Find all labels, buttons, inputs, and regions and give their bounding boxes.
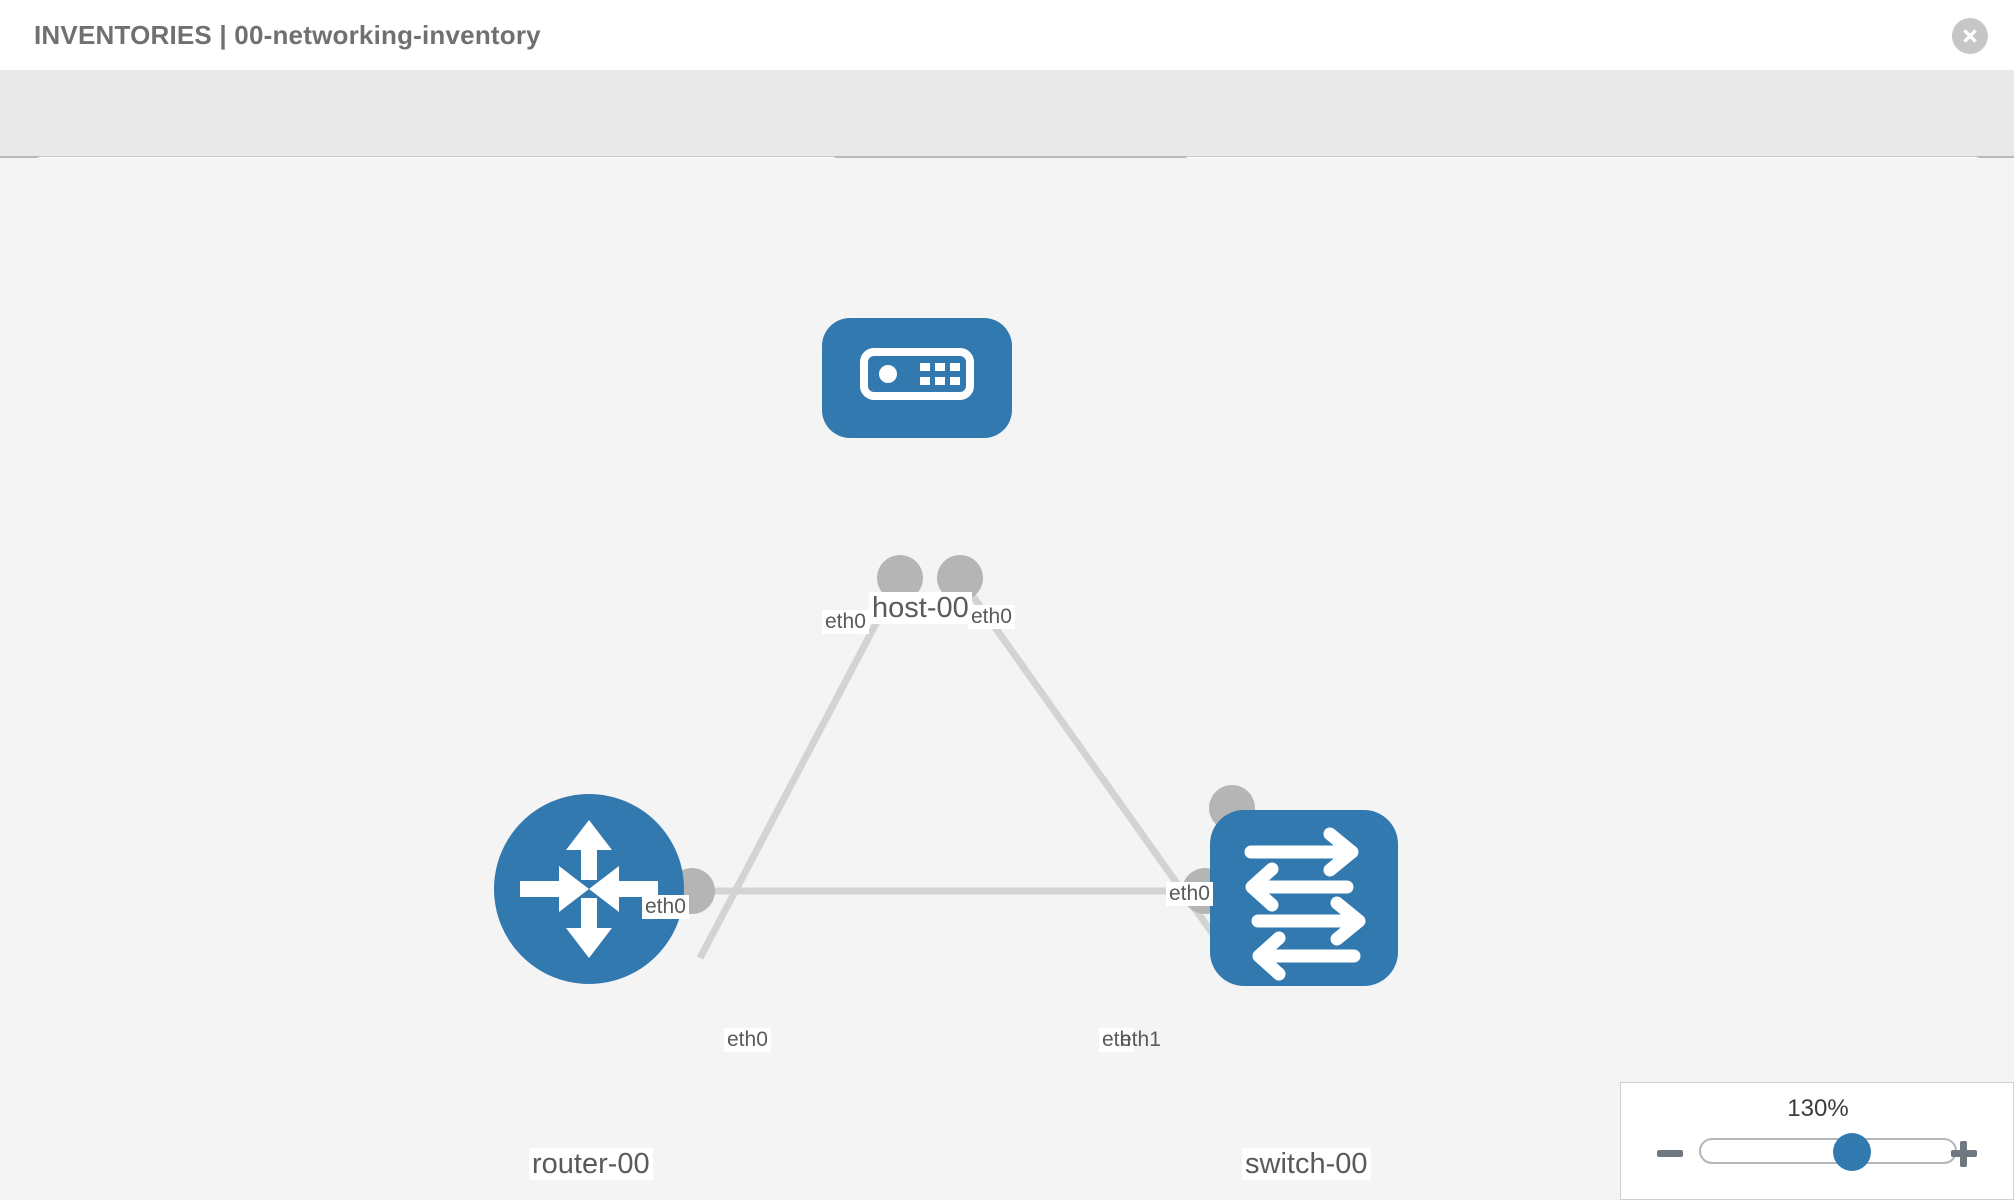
node-switch-00	[1210, 810, 1398, 986]
interface-label: eth	[1099, 1028, 1135, 1053]
interface-label: eth1	[1120, 1028, 1161, 1051]
zoom-level-value: 130%	[1787, 1095, 1849, 1122]
interface-label: eth0	[968, 605, 1015, 630]
interface-label: eth0	[822, 610, 869, 635]
node-host-00	[822, 318, 1012, 438]
toolbar: ACTIONS SEARCH	[0, 70, 2014, 214]
zoom-in-button[interactable]	[1951, 1141, 1977, 1167]
interface-label: eth0	[724, 1028, 771, 1053]
zoom-control-panel: 130%	[1620, 1082, 2014, 1200]
zoom-slider-thumb[interactable]	[1833, 1133, 1871, 1171]
topology-links	[690, 575, 1233, 961]
interface-label: eth0	[1166, 882, 1213, 907]
node-label-host-00: host-00	[869, 592, 972, 625]
topology-canvas[interactable]: eth0 eth0 eth0 eth0 eth0 eth eth1 host-0…	[0, 158, 2014, 1200]
connector-host-right	[937, 555, 983, 601]
node-router-00	[494, 794, 684, 984]
zoom-slider-track[interactable]	[1699, 1133, 1957, 1171]
node-label-switch-00: switch-00	[1242, 1148, 1371, 1181]
zoom-out-button[interactable]	[1657, 1141, 1683, 1167]
page-title: INVENTORIES | 00-networking-inventory	[34, 20, 541, 50]
node-label-router-00: router-00	[529, 1148, 653, 1181]
topology-graph[interactable]	[0, 158, 2014, 1200]
close-icon[interactable]	[1952, 18, 1988, 54]
link-host-router	[696, 576, 904, 960]
interface-label: eth0	[642, 895, 689, 920]
connector-host-left	[877, 555, 923, 601]
page-header: INVENTORIES | 00-networking-inventory	[0, 0, 2014, 70]
